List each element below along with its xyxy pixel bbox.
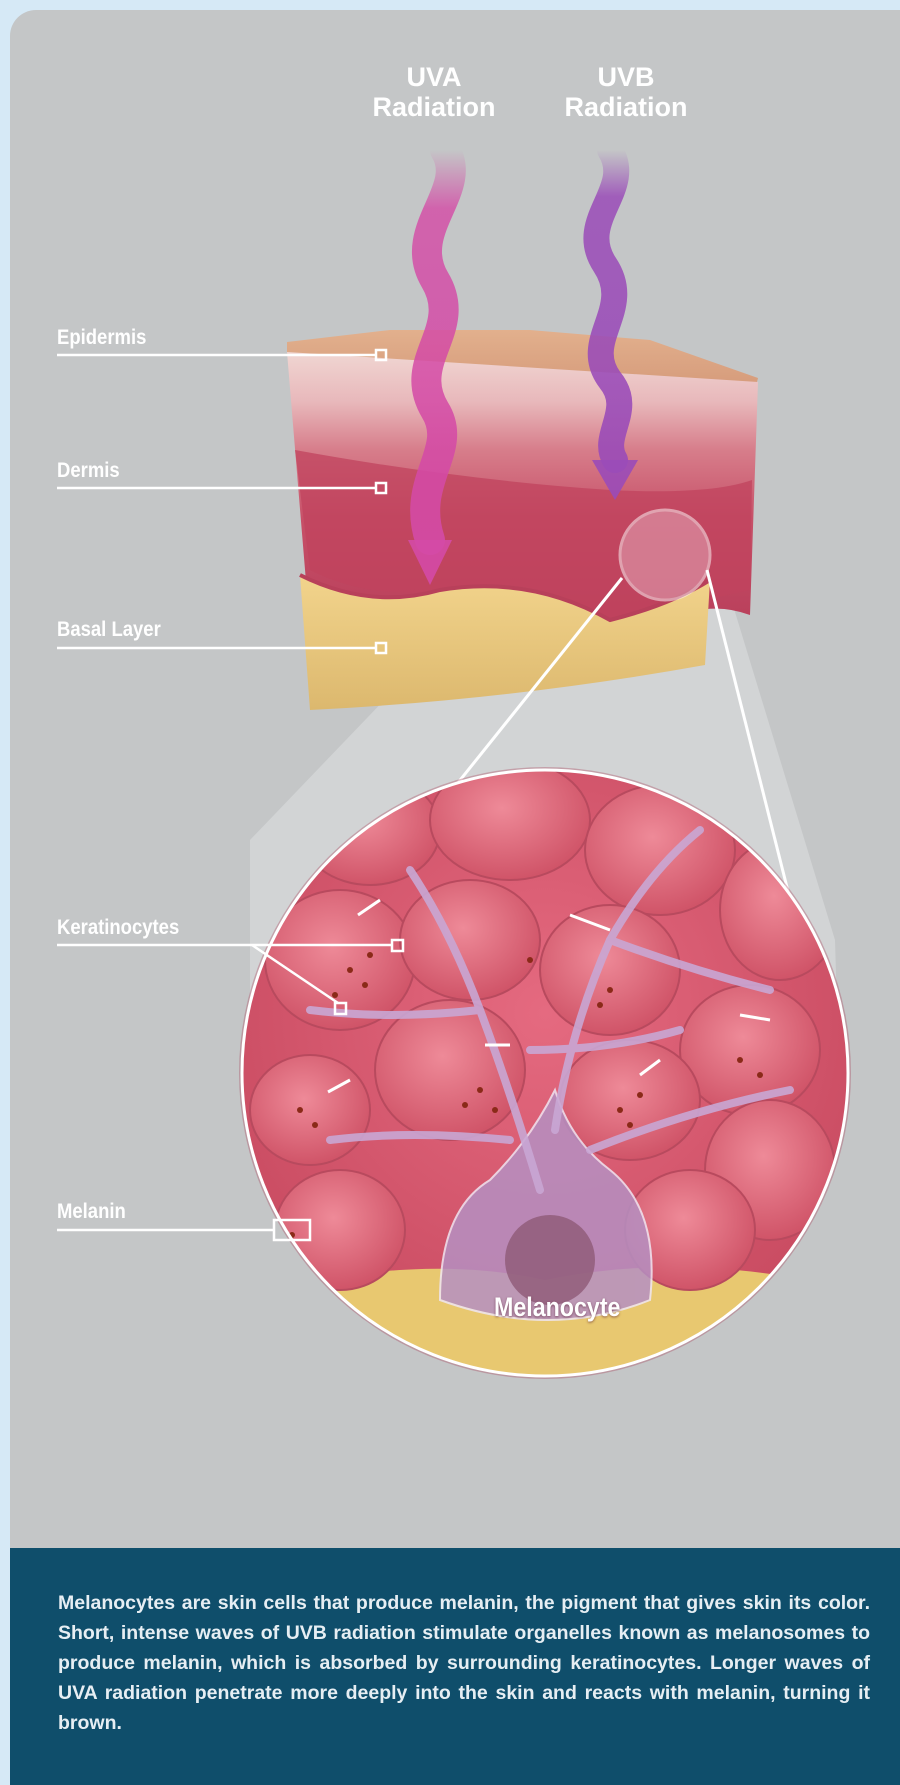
uva-title-line2: Radiation	[334, 92, 534, 122]
uva-title: UVA Radiation	[334, 62, 534, 122]
uvb-title: UVB Radiation	[526, 62, 726, 122]
caption-text: Melanocytes are skin cells that produce …	[58, 1588, 870, 1738]
basal-layer-label: Basal Layer	[57, 618, 161, 642]
dermis-label: Dermis	[57, 459, 120, 483]
illustration-panel: UVA Radiation UVB Radiation Epidermis De…	[10, 10, 900, 1548]
melanin-label: Melanin	[57, 1200, 126, 1224]
uvb-title-line1: UVB	[526, 62, 726, 92]
skin-block	[287, 330, 770, 710]
caption-box: Melanocytes are skin cells that produce …	[10, 1548, 900, 1785]
keratinocytes-label: Keratinocytes	[57, 916, 179, 940]
zoom-circle	[620, 510, 710, 600]
epidermis-label: Epidermis	[57, 326, 146, 350]
uvb-title-line2: Radiation	[526, 92, 726, 122]
uva-title-line1: UVA	[334, 62, 534, 92]
melanocyte-label: Melanocyte	[494, 1292, 620, 1323]
skin-illustration	[10, 10, 900, 1548]
